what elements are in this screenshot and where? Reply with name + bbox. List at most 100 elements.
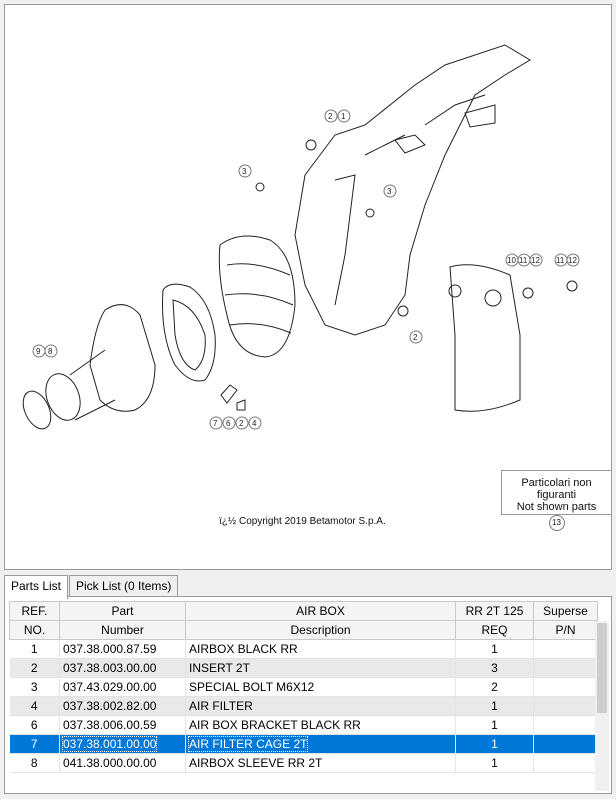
not-shown-label-en: Not shown parts (516, 501, 597, 513)
svg-text:12: 12 (568, 256, 577, 265)
cell-ref: 8 (9, 753, 60, 773)
table-row[interactable]: 3 037.43.029.00.00 SPECIAL BOLT M6X12 2 (9, 677, 598, 697)
callout-7: 7 (209, 416, 223, 430)
airbox-sleeve-shape (89, 304, 156, 412)
header-supersede[interactable]: Superse (533, 601, 598, 621)
callout-2-top: 2 (324, 109, 338, 123)
callout-12a: 12 (529, 253, 543, 267)
cell-req: 1 (455, 753, 534, 773)
callout-8: 8 (44, 344, 58, 358)
svg-text:7: 7 (213, 419, 218, 428)
tab-bar: Parts List Pick List (0 Items) (4, 575, 179, 599)
callout-3-left: 3 (238, 164, 252, 178)
cell-description: SPECIAL BOLT M6X12 (185, 677, 456, 697)
svg-text:9: 9 (36, 347, 41, 356)
cell-part-number: 041.38.000.00.00 (59, 753, 186, 773)
not-shown-label-it: Particolari non figuranti (521, 477, 592, 501)
header-model[interactable]: RR 2T 125 (455, 601, 534, 621)
tab-parts-list[interactable]: Parts List (4, 575, 69, 599)
svg-text:3: 3 (242, 167, 247, 176)
copyright-text: ï¿½ Copyright 2019 Betamotor S.p.A. (219, 516, 386, 527)
callout-6: 6 (222, 416, 236, 430)
callout-3-right: 3 (383, 184, 397, 198)
table-row[interactable]: 1 037.38.000.87.59 AIRBOX BLACK RR 1 (9, 639, 598, 659)
header-part[interactable]: Part (59, 601, 186, 621)
svg-text:6: 6 (226, 419, 231, 428)
cell-ref: 6 (9, 715, 60, 735)
header-airbox[interactable]: AIR BOX (185, 601, 456, 621)
vertical-scrollbar[interactable] (595, 621, 609, 791)
cell-pn (533, 639, 598, 659)
svg-text:8: 8 (48, 347, 53, 356)
callout-1: 1 (337, 109, 351, 123)
callout-4: 4 (248, 416, 262, 430)
cell-part-number: 037.38.001.00.00 (59, 734, 186, 754)
cell-part-number: 037.38.003.00.00 (59, 658, 186, 678)
table-row[interactable]: 2 037.38.003.00.00 INSERT 2T 3 (9, 658, 598, 678)
callout-10: 10 (505, 253, 519, 267)
not-shown-parts-box: Particolari non figuranti Not shown part… (501, 470, 611, 531)
cell-pn (533, 734, 598, 754)
header-ref[interactable]: REF. (9, 601, 60, 621)
tab-pick-list[interactable]: Pick List (0 Items) (69, 575, 179, 598)
cell-description: AIR FILTER CAGE 2T (185, 734, 456, 754)
table-header-row-2: NO. Number Description REQ P/N (9, 620, 598, 640)
cell-req: 3 (455, 658, 534, 678)
cell-pn (533, 715, 598, 735)
table-row[interactable]: 8 041.38.000.00.00 AIRBOX SLEEVE RR 2T 1 (9, 753, 598, 773)
cell-pn (533, 753, 598, 773)
parts-table-panel: REF. Part AIR BOX RR 2T 125 Superse NO. … (4, 596, 612, 794)
air-filter-shape (218, 235, 296, 358)
cell-ref: 1 (9, 639, 60, 659)
callout-11b: 11 (554, 253, 568, 267)
svg-text:12: 12 (531, 256, 540, 265)
svg-text:11: 11 (519, 256, 528, 265)
svg-text:10: 10 (507, 256, 516, 265)
cell-ref: 4 (9, 696, 60, 716)
airbox-shape (294, 44, 531, 336)
callout-group: 2 1 3 3 2 10 11 12 11 12 9 8 7 6 2 4 (32, 109, 580, 430)
header-no[interactable]: NO. (9, 620, 60, 640)
svg-text:4: 4 (252, 419, 257, 428)
cell-req: 2 (455, 677, 534, 697)
svg-text:2: 2 (328, 112, 333, 121)
cell-req: 1 (455, 715, 534, 735)
cell-ref: 2 (9, 658, 60, 678)
callout-11a: 11 (517, 253, 531, 267)
cell-req: 1 (455, 696, 534, 716)
cell-description: AIRBOX SLEEVE RR 2T (185, 753, 456, 773)
cell-ref: 7 (9, 734, 60, 754)
cell-req: 1 (455, 639, 534, 659)
callout-12b: 12 (566, 253, 580, 267)
header-description[interactable]: Description (185, 620, 456, 640)
scrollbar-thumb[interactable] (597, 623, 607, 713)
header-number[interactable]: Number (59, 620, 186, 640)
cell-description: INSERT 2T (185, 658, 456, 678)
cell-req: 1 (455, 734, 534, 754)
cell-part-number: 037.38.000.87.59 (59, 639, 186, 659)
cell-pn (533, 696, 598, 716)
cell-description: AIRBOX BLACK RR (185, 639, 456, 659)
svg-text:2: 2 (413, 333, 418, 342)
cell-part-number: 037.43.029.00.00 (59, 677, 186, 697)
not-shown-ref-callout[interactable]: 13 (548, 515, 565, 531)
table-row[interactable]: 6 037.38.006.00.59 AIR BOX BRACKET BLACK… (9, 715, 598, 735)
cell-ref: 3 (9, 677, 60, 697)
svg-text:3: 3 (387, 187, 392, 196)
table-row[interactable]: 4 037.38.002.82.00 AIR FILTER 1 (9, 696, 598, 716)
exploded-diagram-panel: 2 1 3 3 2 10 11 12 11 12 9 8 7 6 2 4 Par… (4, 4, 612, 570)
side-cover-shape (449, 264, 521, 412)
callout-2-bottom: 2 (235, 416, 249, 430)
cell-description: AIR BOX BRACKET BLACK RR (185, 715, 456, 735)
svg-text:11: 11 (556, 256, 565, 265)
callout-2-right: 2 (409, 330, 423, 344)
cell-part-number: 037.38.002.82.00 (59, 696, 186, 716)
header-pn[interactable]: P/N (533, 620, 598, 640)
cell-pn (533, 677, 598, 697)
svg-text:2: 2 (239, 419, 244, 428)
svg-text:1: 1 (341, 112, 346, 121)
exploded-diagram: 2 1 3 3 2 10 11 12 11 12 9 8 7 6 2 4 (22, 44, 580, 430)
header-req[interactable]: REQ (455, 620, 534, 640)
table-row-selected[interactable]: 7 037.38.001.00.00 AIR FILTER CAGE 2T 1 (9, 734, 598, 754)
cell-pn (533, 658, 598, 678)
